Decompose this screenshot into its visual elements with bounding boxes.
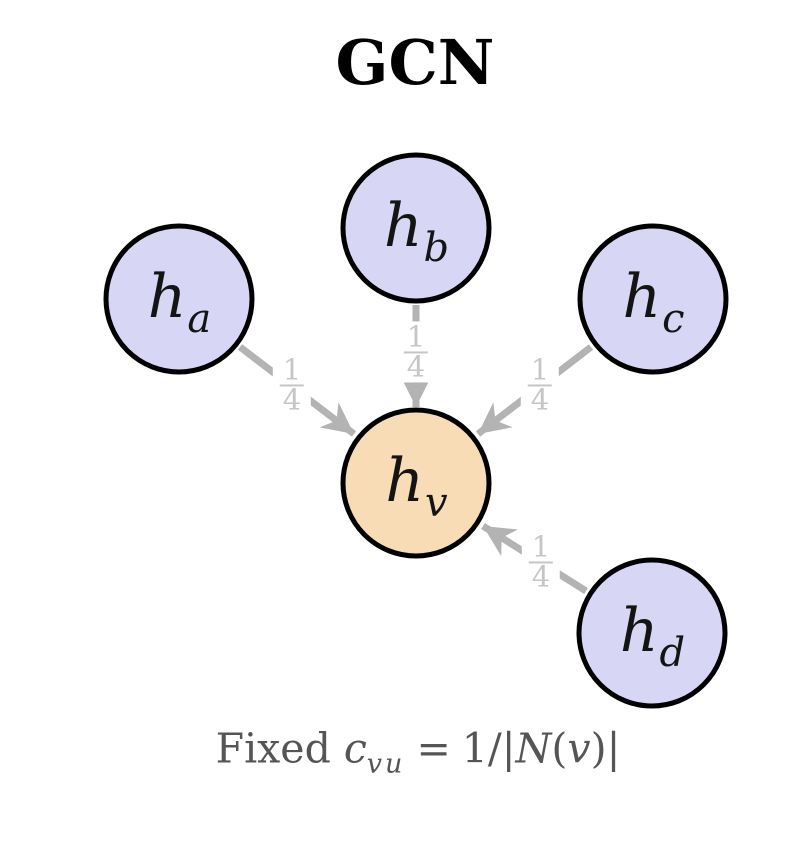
node-hv-label: hv: [385, 451, 447, 523]
node-symbol: h: [385, 446, 425, 516]
caption-variable: v: [567, 724, 591, 773]
weight-numerator: 1: [531, 529, 551, 564]
node-subscript: c: [662, 296, 685, 342]
caption-coefficient: c: [343, 724, 367, 773]
caption-value: 1/|: [461, 724, 516, 773]
node-hc-circle: [577, 223, 729, 375]
diagram-title: GCN: [335, 26, 495, 99]
node-hb-label: hb: [384, 196, 449, 268]
node-hd-circle: [576, 557, 728, 709]
node-symbol: h: [622, 262, 662, 332]
node-hv-circle: [340, 407, 492, 559]
weight-numerator: 1: [282, 352, 302, 387]
node-subscript: a: [187, 296, 212, 342]
node-hd-label: hd: [620, 601, 685, 673]
node-hb-circle: [340, 152, 492, 304]
node-symbol: h: [383, 191, 423, 261]
node-symbol: h: [619, 596, 659, 666]
caption-lparen: (: [551, 724, 568, 773]
node-hc-label: hc: [622, 267, 684, 339]
weight-denominator: 4: [527, 384, 553, 414]
edge-weight-a-v: 1 4: [272, 352, 312, 416]
weight-denominator: 4: [528, 561, 554, 591]
weight-numerator: 1: [530, 352, 550, 387]
node-subscript: d: [659, 630, 686, 676]
node-symbol: h: [147, 262, 187, 332]
weight-denominator: 4: [279, 384, 305, 414]
node-subscript: v: [425, 480, 448, 526]
node-ha-label: ha: [148, 267, 212, 339]
caption-coefficient-subscript: vu: [366, 748, 406, 780]
node-ha-circle: [103, 223, 255, 375]
caption-fixed-text: Fixed: [215, 724, 331, 773]
edge-weight-d-v: 1 4: [521, 529, 561, 593]
caption-rparen: )|: [590, 724, 621, 773]
caption-neighborhood-symbol: N: [515, 724, 552, 773]
edge-weight-c-v: 1 4: [520, 352, 560, 416]
weight-denominator: 4: [403, 351, 429, 381]
edge-weight-b-v: 1 4: [396, 319, 436, 383]
node-subscript: b: [423, 225, 450, 271]
weight-numerator: 1: [406, 319, 426, 354]
caption-equals-sign: =: [416, 724, 451, 773]
